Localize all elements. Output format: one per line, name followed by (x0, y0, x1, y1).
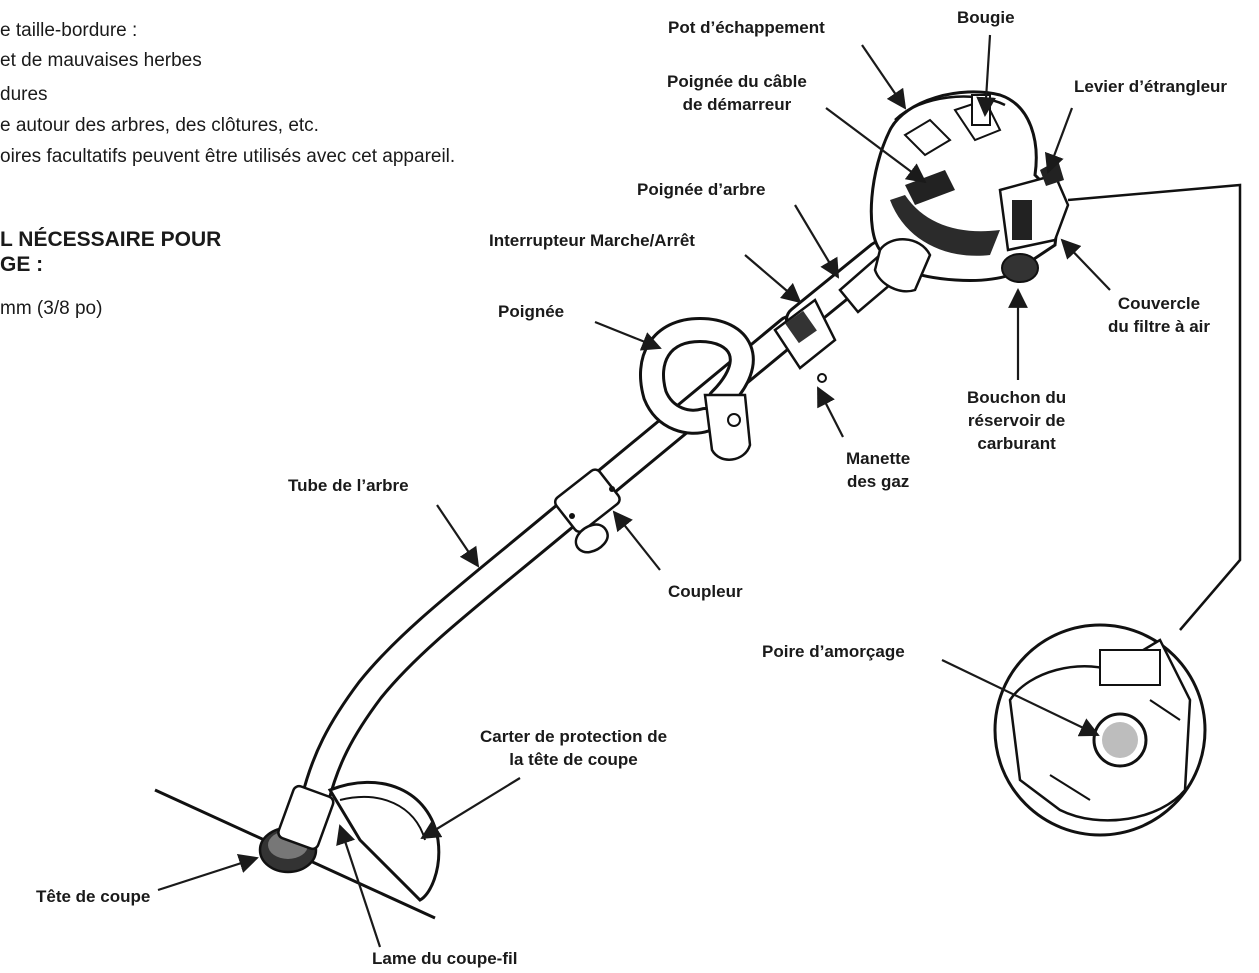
label-couvercle-line-2: du filtre à air (1108, 317, 1211, 336)
coupler-part (553, 468, 621, 554)
label-lame-coupe-fil: Lame du coupe-fil (372, 949, 518, 968)
arrow-pot (861, 44, 907, 110)
intro-line-4: e autour des arbres, des clôtures, etc. (0, 115, 319, 136)
label-poignee-cable-line-2: de démarreur (682, 95, 792, 114)
label-bougie: Bougie (957, 8, 1015, 27)
arrow-poignee (594, 320, 662, 351)
label-bouchon-line-3: carburant (977, 434, 1056, 453)
arrow-poignee-arbre (794, 204, 840, 279)
d-handle (639, 316, 755, 461)
label-poignee-cable: Poignée du câble de démarreur (667, 70, 807, 116)
leader-arrows (157, 34, 1111, 948)
primer-bulb-inset (993, 183, 1242, 837)
intro-line-3: dures (0, 84, 48, 105)
arrow-interrupteur (744, 254, 802, 304)
engine (869, 90, 1070, 293)
tools-heading-line-2: GE : (0, 253, 44, 276)
arrow-levier (1044, 107, 1074, 174)
cutting-head (258, 780, 441, 902)
label-bouchon-line-2: réservoir de (967, 411, 1066, 430)
arrow-couvercle (1060, 238, 1111, 291)
label-poignee-cable-line-1: Poignée du câble (667, 72, 807, 91)
label-interrupteur: Interrupteur Marche/Arrêt (489, 231, 695, 250)
label-carter-line-1: Carter de protection de (480, 727, 668, 746)
arrow-bougie (976, 34, 996, 117)
label-carter-protection: Carter de protection de la tête de coupe (480, 725, 667, 771)
label-poignee: Poignée (498, 302, 565, 321)
arrow-poire (941, 659, 1100, 737)
intro-line-1: e taille-bordure : (0, 20, 138, 41)
label-poire-amorcage: Poire d’amorçage (762, 642, 905, 661)
label-poignee-arbre: Poignée d’arbre (637, 180, 766, 199)
label-couvercle-line-1: Couvercle (1117, 294, 1201, 313)
arrow-lame (336, 824, 382, 948)
label-levier-etrangleur: Levier d’étrangleur (1074, 77, 1228, 96)
arrow-carter (420, 777, 521, 840)
arrow-tube (436, 504, 480, 568)
label-manette-line-1: Manette (846, 449, 911, 468)
arrow-manette (817, 386, 844, 438)
label-tube-arbre: Tube de l’arbre (288, 476, 409, 495)
tools-item: mm (3/8 po) (0, 298, 103, 319)
label-bouchon-line-1: Bouchon du (967, 388, 1067, 407)
label-manette-line-2: des gaz (846, 472, 910, 491)
label-coupleur: Coupleur (668, 582, 743, 601)
switch-housing (773, 298, 837, 383)
intro-line-5: oires facultatifs peuvent être utilisés … (0, 146, 456, 167)
tools-heading-line-1: L NÉCESSAIRE POUR (0, 228, 222, 251)
label-manette-gaz: Manette des gaz (846, 447, 910, 493)
intro-line-2: et de mauvaises herbes (0, 50, 202, 71)
label-bouchon-reservoir: Bouchon du réservoir de carburant (967, 386, 1066, 455)
label-carter-line-2: la tête de coupe (509, 750, 638, 769)
arrow-tete (157, 854, 259, 892)
label-pot-echappement: Pot d’échappement (668, 18, 825, 37)
arrow-coupleur (612, 510, 661, 571)
label-tete-coupe: Tête de coupe (36, 887, 151, 906)
arrow-poignee-cable (825, 107, 927, 184)
label-couvercle-filtre: Couvercle du filtre à air (1108, 292, 1210, 338)
